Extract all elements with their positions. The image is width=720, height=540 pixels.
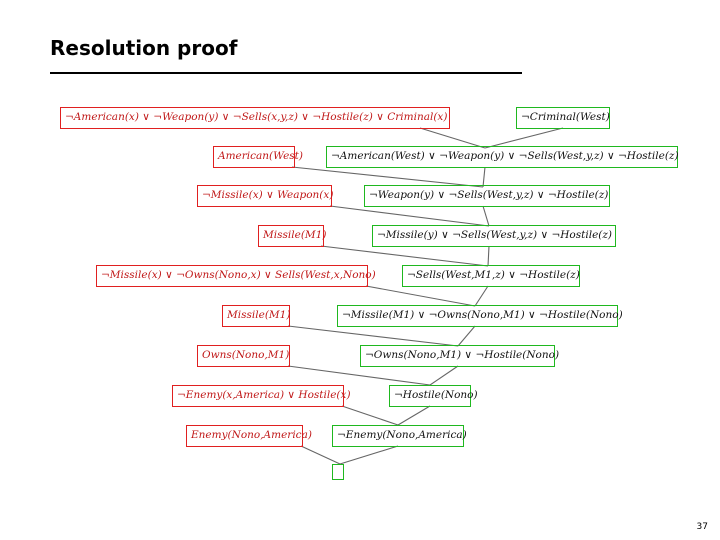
edge-resolvent-0 <box>484 127 564 149</box>
edge-resolvent-3 <box>487 245 490 267</box>
premise-clause: Missile(M1) <box>222 305 290 327</box>
title-underline <box>50 72 522 74</box>
edge-resolvent-6 <box>429 365 459 386</box>
resolvent-clause: ¬Criminal(West) <box>516 107 610 129</box>
edge-premise-5 <box>287 325 459 347</box>
premise-clause: Missile(M1) <box>258 225 326 247</box>
edge-resolvent-5 <box>457 325 476 347</box>
resolvent-clause: ¬Weapon(y) ∨ ¬Sells(West,y,z) ∨ ¬Hostile… <box>364 185 610 207</box>
premise-clause: Enemy(Nono,America) <box>186 425 312 447</box>
empty-clause <box>332 464 344 480</box>
premise-clause: American(West) <box>213 146 303 168</box>
edge-resolvent-8 <box>339 445 399 465</box>
edge-resolvent-4 <box>474 285 489 307</box>
edge-premise-3 <box>320 245 489 267</box>
edge-resolvent-1 <box>482 166 486 188</box>
edge-resolvent-2 <box>482 205 490 227</box>
edge-premise-6 <box>287 365 431 386</box>
edge-premise-4 <box>365 285 476 307</box>
edge-premise-2 <box>329 205 490 227</box>
premise-clause: ¬American(x) ∨ ¬Weapon(y) ∨ ¬Sells(x,y,z… <box>60 107 450 129</box>
premise-clause: Owns(Nono,M1) <box>197 345 290 367</box>
premise-clause: ¬Missile(x) ∨ Weapon(x) <box>197 185 333 207</box>
resolvent-clause: ¬Missile(y) ∨ ¬Sells(West,y,z) ∨ ¬Hostil… <box>372 225 616 247</box>
page-number: 37 <box>696 522 708 532</box>
resolvent-clause: ¬Enemy(Nono,America) <box>332 425 467 447</box>
resolvent-clause: ¬Missile(M1) ∨ ¬Owns(Nono,M1) ∨ ¬Hostile… <box>337 305 623 327</box>
edge-resolvent-7 <box>397 405 431 426</box>
edge-premise-0 <box>419 127 486 149</box>
premise-clause: ¬Missile(x) ∨ ¬Owns(Nono,x) ∨ Sells(West… <box>96 265 376 287</box>
resolvent-clause: ¬Sells(West,M1,z) ∨ ¬Hostile(z) <box>402 265 580 287</box>
resolvent-clause: ¬American(West) ∨ ¬Weapon(y) ∨ ¬Sells(We… <box>326 146 679 168</box>
edge-premise-8 <box>300 445 341 465</box>
resolvent-clause: ¬Owns(Nono,M1) ∨ ¬Hostile(Nono) <box>360 345 559 367</box>
premise-clause: ¬Enemy(x,America) ∨ Hostile(x) <box>172 385 351 407</box>
edge-premise-7 <box>341 405 399 426</box>
edge-premise-1 <box>291 166 484 188</box>
resolvent-clause: ¬Hostile(Nono) <box>389 385 478 407</box>
slide-title: Resolution proof <box>50 36 238 60</box>
